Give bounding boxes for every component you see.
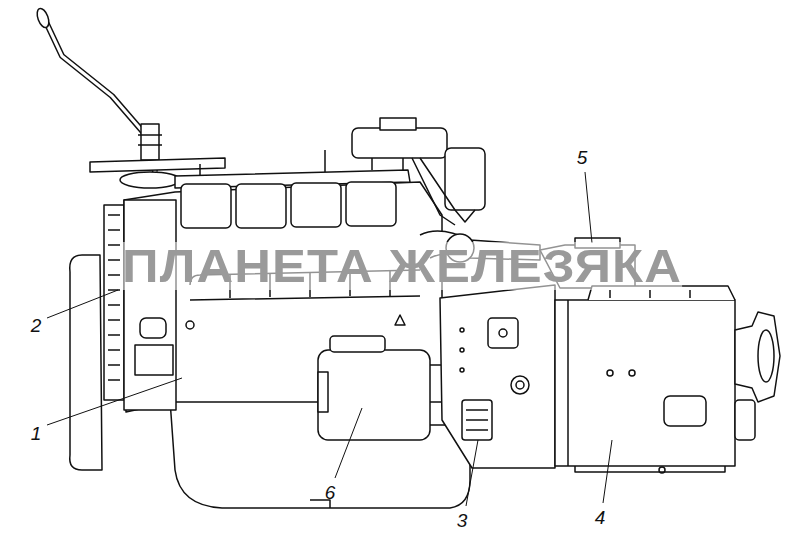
callout-number: 1 (31, 424, 42, 443)
callout-number: 3 (457, 511, 468, 530)
callout-number: 4 (595, 508, 606, 527)
callout-number: 6 (325, 483, 336, 502)
watermark: ПЛАНЕТА ЖЕЛЕЗЯКА (122, 242, 682, 290)
callout-number: 5 (577, 148, 588, 167)
callout-number: 2 (31, 316, 42, 335)
leader-lines (47, 172, 612, 506)
